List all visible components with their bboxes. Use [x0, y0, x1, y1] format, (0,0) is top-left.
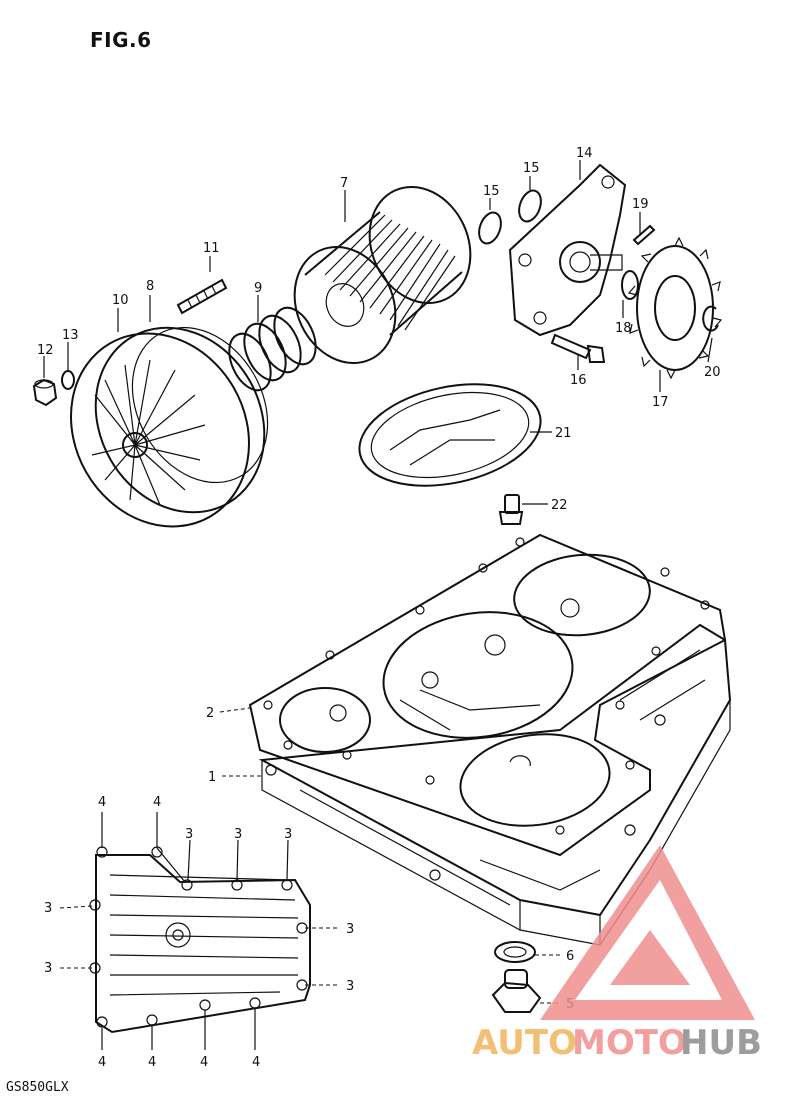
callout-4a: 4	[98, 795, 106, 810]
callout-3f: 3	[346, 922, 354, 937]
logo-text-hub: HUB	[680, 1023, 762, 1063]
callout-3a: 3	[185, 827, 193, 842]
callout-8: 8	[146, 279, 154, 294]
oil-pan-bottom-view	[89, 846, 311, 1034]
washer-13	[61, 370, 75, 390]
callout-11: 11	[203, 241, 220, 256]
filter-cap	[70, 326, 266, 528]
callout-2: 2	[206, 706, 214, 721]
o-ring-18	[621, 270, 639, 300]
cap-nut	[32, 378, 58, 407]
gasket-bolt-holes	[263, 537, 710, 835]
o-ring-15a	[478, 211, 502, 245]
callout-10: 10	[112, 293, 129, 308]
callout-3g: 3	[346, 979, 354, 994]
o-ring-15b	[518, 189, 542, 223]
o-ring-8	[131, 326, 269, 484]
stud-bolt	[176, 278, 228, 315]
callout-14: 14	[576, 146, 593, 161]
callout-4b: 4	[153, 795, 161, 810]
callout-17: 17	[652, 395, 669, 410]
strainer	[358, 383, 542, 487]
callout-19: 19	[632, 197, 649, 212]
pump-gear	[627, 236, 723, 380]
callout-9: 9	[254, 281, 262, 296]
logo-text-moto: MOTO	[572, 1023, 687, 1063]
callout-22: 22	[551, 498, 568, 513]
callout-20: 20	[704, 365, 721, 380]
callout-18: 18	[615, 321, 632, 336]
spring	[228, 306, 317, 392]
callout-4d: 4	[148, 1055, 156, 1070]
leader-lines	[43, 160, 713, 1050]
oil-pump	[508, 163, 627, 337]
dowel-pin	[632, 224, 656, 246]
callout-3b: 3	[234, 827, 242, 842]
callout-16: 16	[570, 373, 587, 388]
callout-7: 7	[340, 176, 348, 191]
callout-13: 13	[62, 328, 79, 343]
pump-bolt	[550, 333, 606, 363]
figure-title: FIG.6	[90, 28, 152, 52]
callout-6: 6	[566, 949, 574, 964]
callout-3e: 3	[44, 961, 52, 976]
callout-1: 1	[208, 770, 216, 785]
drain-plug	[491, 969, 542, 1013]
model-code: GS850GLX	[6, 1080, 69, 1095]
callout-4c: 4	[98, 1055, 106, 1070]
pan-gasket	[248, 533, 727, 857]
callout-3c: 3	[284, 827, 292, 842]
callout-12: 12	[37, 343, 54, 358]
callout-4f: 4	[252, 1055, 260, 1070]
logo-text-auto: AUTO	[472, 1023, 577, 1063]
oil-filter	[293, 185, 472, 365]
callout-21: 21	[555, 426, 572, 441]
callout-15b: 15	[523, 161, 540, 176]
automotohub-logo: AUTO MOTO HUB	[472, 845, 762, 1063]
callout-4e: 4	[200, 1055, 208, 1070]
drain-washer	[494, 941, 536, 963]
circlip	[702, 305, 719, 332]
callout-labels: 1 2 7 8 9 10 11 12 13 14 15 15 16 17 18 …	[37, 146, 721, 1070]
pipe-fitting	[498, 494, 524, 525]
callout-15a: 15	[483, 184, 500, 199]
callout-3d: 3	[44, 901, 52, 916]
